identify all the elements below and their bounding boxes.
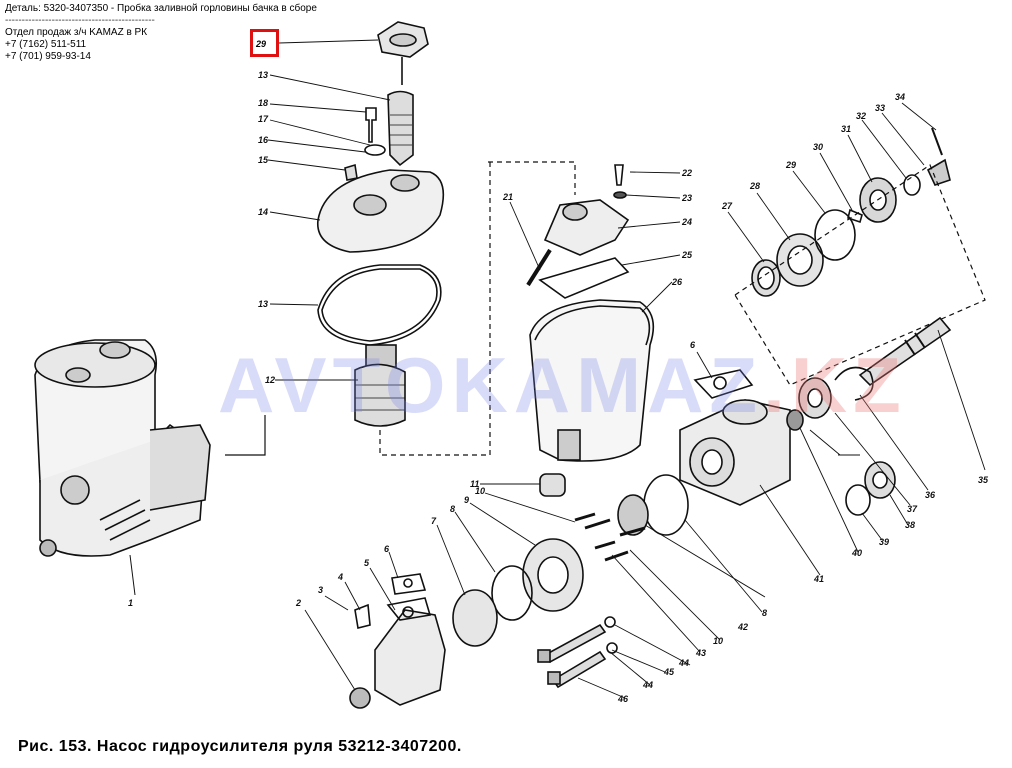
highlighted-part-label: 29 <box>255 39 266 49</box>
callout-44b: 44 <box>642 680 653 690</box>
callout-10a: 10 <box>475 486 485 496</box>
callout-37: 37 <box>907 504 918 514</box>
callout-16: 16 <box>258 135 269 145</box>
callout-11: 11 <box>470 479 479 489</box>
callout-44a: 44 <box>678 658 689 668</box>
callout-39: 39 <box>879 537 889 547</box>
sales-dept: Отдел продаж з/ч KAMAZ в РК <box>5 27 148 38</box>
callout-21: 21 <box>502 192 513 202</box>
callout-38: 38 <box>905 520 915 530</box>
callout-23: 23 <box>681 193 692 203</box>
callout-15: 15 <box>258 155 269 165</box>
callout-6b: 6 <box>690 340 696 350</box>
callout-43: 43 <box>695 648 706 658</box>
callout-24: 24 <box>681 217 692 227</box>
callout-10b: 10 <box>713 636 723 646</box>
pump-assembly <box>34 339 211 557</box>
callout-14: 14 <box>258 207 268 217</box>
phone-2: +7 (701) 959-93-14 <box>5 51 91 62</box>
figure-caption: Рис. 153. Насос гидроусилителя руля 5321… <box>18 738 462 755</box>
site-watermark: AVTOKAMAZ.KZ <box>218 341 907 429</box>
callout-7: 7 <box>431 516 437 526</box>
callout-42: 42 <box>737 622 748 632</box>
callout-40: 40 <box>851 548 862 558</box>
callout-30: 30 <box>813 142 823 152</box>
callout-27: 27 <box>721 201 733 211</box>
callout-4: 4 <box>337 572 343 582</box>
callout-18: 18 <box>258 98 268 108</box>
callout-22: 22 <box>681 168 692 178</box>
callout-28: 28 <box>749 181 760 191</box>
callout-12: 12 <box>265 375 275 385</box>
callout-8a: 8 <box>450 504 455 514</box>
callout-46: 46 <box>617 694 629 704</box>
callout-45: 45 <box>663 667 675 677</box>
callout-33: 33 <box>875 103 885 113</box>
callout-2: 2 <box>295 598 301 608</box>
filler-cap <box>377 21 429 85</box>
phone-1: +7 (7162) 511-511 <box>5 39 87 50</box>
callout-13a: 13 <box>258 70 268 80</box>
svg-text:29: 29 <box>255 39 266 49</box>
callout-34: 34 <box>895 92 905 102</box>
callout-3: 3 <box>318 585 323 595</box>
header-separator: ----------------------------------------… <box>5 15 155 26</box>
callout-8b: 8 <box>762 608 767 618</box>
callout-31: 31 <box>841 124 851 134</box>
highlighted-part-marker: 29 <box>250 29 279 57</box>
callout-41: 41 <box>813 574 824 584</box>
callout-17: 17 <box>258 114 269 124</box>
header-info: Деталь: 5320-3407350 - Пробка заливной г… <box>5 3 317 63</box>
callout-29: 29 <box>785 160 796 170</box>
callout-35: 35 <box>978 475 989 485</box>
callout-26: 26 <box>671 277 683 287</box>
callout-1: 1 <box>128 598 133 608</box>
callout-36: 36 <box>925 490 936 500</box>
callout-25: 25 <box>681 250 693 260</box>
part-title: Деталь: 5320-3407350 - Пробка заливной г… <box>5 3 317 14</box>
callout-32: 32 <box>856 111 866 121</box>
callout-5: 5 <box>364 558 370 568</box>
callout-9: 9 <box>464 495 469 505</box>
callout-6a: 6 <box>384 544 390 554</box>
callout-13b: 13 <box>258 299 268 309</box>
